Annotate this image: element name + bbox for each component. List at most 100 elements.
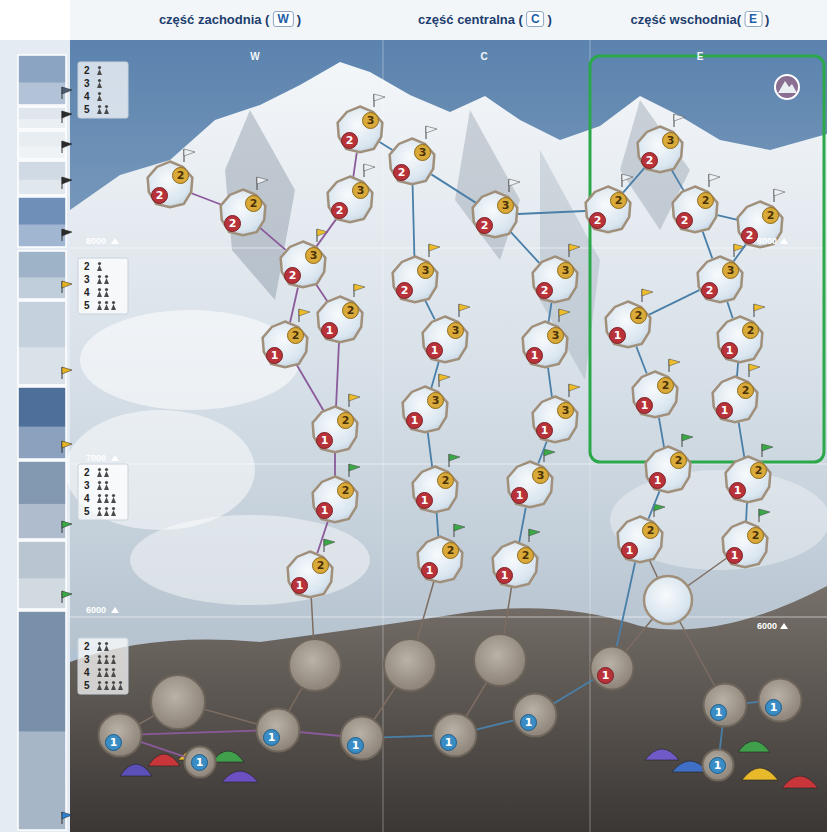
ice-shape [400, 385, 450, 435]
flag [349, 464, 360, 471]
column-header: część centralna (C) [418, 11, 552, 27]
climber-icon [105, 681, 108, 684]
space-number: 3 [547, 327, 564, 344]
space-number: 1 [526, 347, 543, 364]
blank-rock-space-part [289, 639, 341, 691]
climber-icon [104, 108, 109, 114]
route-connector [623, 167, 645, 192]
ice-shape [387, 137, 437, 187]
route-space: 12 [723, 455, 773, 505]
space-number: 2 [701, 282, 718, 299]
ice-shape [490, 540, 540, 590]
route-space: 23 [530, 255, 580, 305]
climber-icon [105, 301, 108, 304]
column-header: część zachodnia (W) [159, 11, 301, 27]
highlight-frame [590, 56, 824, 462]
route-connector [191, 193, 221, 205]
flag [654, 504, 665, 511]
climber-icon [98, 642, 101, 645]
flag [454, 524, 465, 531]
trail-line [120, 540, 745, 738]
player-count: 3 [84, 275, 90, 285]
ice-shape [720, 520, 770, 570]
space-number: 2 [393, 164, 410, 181]
ice-shape [310, 475, 360, 525]
ice-shape [530, 395, 580, 445]
space-number: 2 [342, 302, 359, 319]
space-number: 2 [589, 212, 606, 229]
summit-icon [775, 75, 799, 99]
climber-icon [119, 681, 122, 684]
climber-icon [98, 681, 101, 684]
ice-outline [723, 522, 768, 568]
space-number: 3 [352, 182, 369, 199]
flag [184, 149, 195, 156]
climber-icon [105, 105, 108, 108]
ice-outline [638, 127, 683, 173]
space-number: 1 [316, 432, 333, 449]
space-number: 2 [641, 152, 658, 169]
flag [62, 521, 72, 528]
rock-outline [185, 747, 216, 778]
base-camp-space: 1 [339, 715, 385, 761]
blank-rock-space-part [474, 634, 526, 686]
altitude-mark: 6000 [86, 606, 106, 615]
ice-shape [520, 320, 570, 370]
base-camp-space: 1 [97, 712, 143, 758]
space-number: 1 [709, 757, 726, 774]
sidebar-photo [18, 387, 66, 459]
ice-shape [310, 405, 360, 455]
flag [257, 177, 268, 184]
space-number: 2 [151, 187, 168, 204]
ice-shape [505, 460, 555, 510]
climber-icon [98, 481, 101, 484]
ice-shape [335, 105, 385, 155]
climber-icon [118, 684, 123, 690]
sidebar-photo [18, 611, 66, 830]
ice-shape [583, 185, 633, 235]
ice-outline [726, 457, 771, 503]
ice-outline [418, 537, 463, 583]
blank-rock-space-part [151, 675, 205, 729]
climber-icon [98, 66, 101, 69]
ice-outline [646, 447, 691, 493]
ice-outline [313, 477, 358, 523]
rock-outline [99, 714, 142, 757]
flag [669, 359, 680, 366]
player-count: 2 [84, 468, 90, 478]
flag [62, 87, 72, 94]
climber-icon [105, 668, 108, 671]
sidebar-photo-shade [18, 225, 66, 248]
route-space: 12 [710, 375, 760, 425]
altitude-line-part [70, 248, 827, 249]
route-connector [739, 423, 745, 458]
altitude-triangle-part [111, 238, 119, 244]
route-connector [538, 441, 546, 463]
route-space: 22 [145, 160, 195, 210]
route-space: 22 [218, 188, 268, 238]
space-number: 3 [557, 262, 574, 279]
ice-outline [423, 317, 468, 363]
route-connector [746, 702, 759, 703]
route-connector [353, 153, 356, 177]
flag [569, 244, 580, 251]
count-table [78, 62, 128, 694]
space-number: 3 [417, 262, 434, 279]
ice-shape [260, 320, 310, 370]
climber-icon [98, 262, 101, 265]
space-number: 1 [496, 567, 513, 584]
space-number: 3 [557, 402, 574, 419]
player-count: 5 [84, 301, 90, 311]
climber-icons [97, 66, 123, 690]
flag [62, 367, 72, 374]
climber-icon [97, 265, 102, 271]
space-number: 3 [497, 197, 514, 214]
route-space: 12 [630, 370, 680, 420]
climber-icon [98, 301, 101, 304]
climber-icon [98, 105, 101, 108]
flag [62, 177, 72, 184]
ice-shape [278, 240, 328, 290]
space-number: 1 [520, 714, 537, 731]
climber-icon [105, 494, 108, 497]
space-number: 1 [321, 322, 338, 339]
